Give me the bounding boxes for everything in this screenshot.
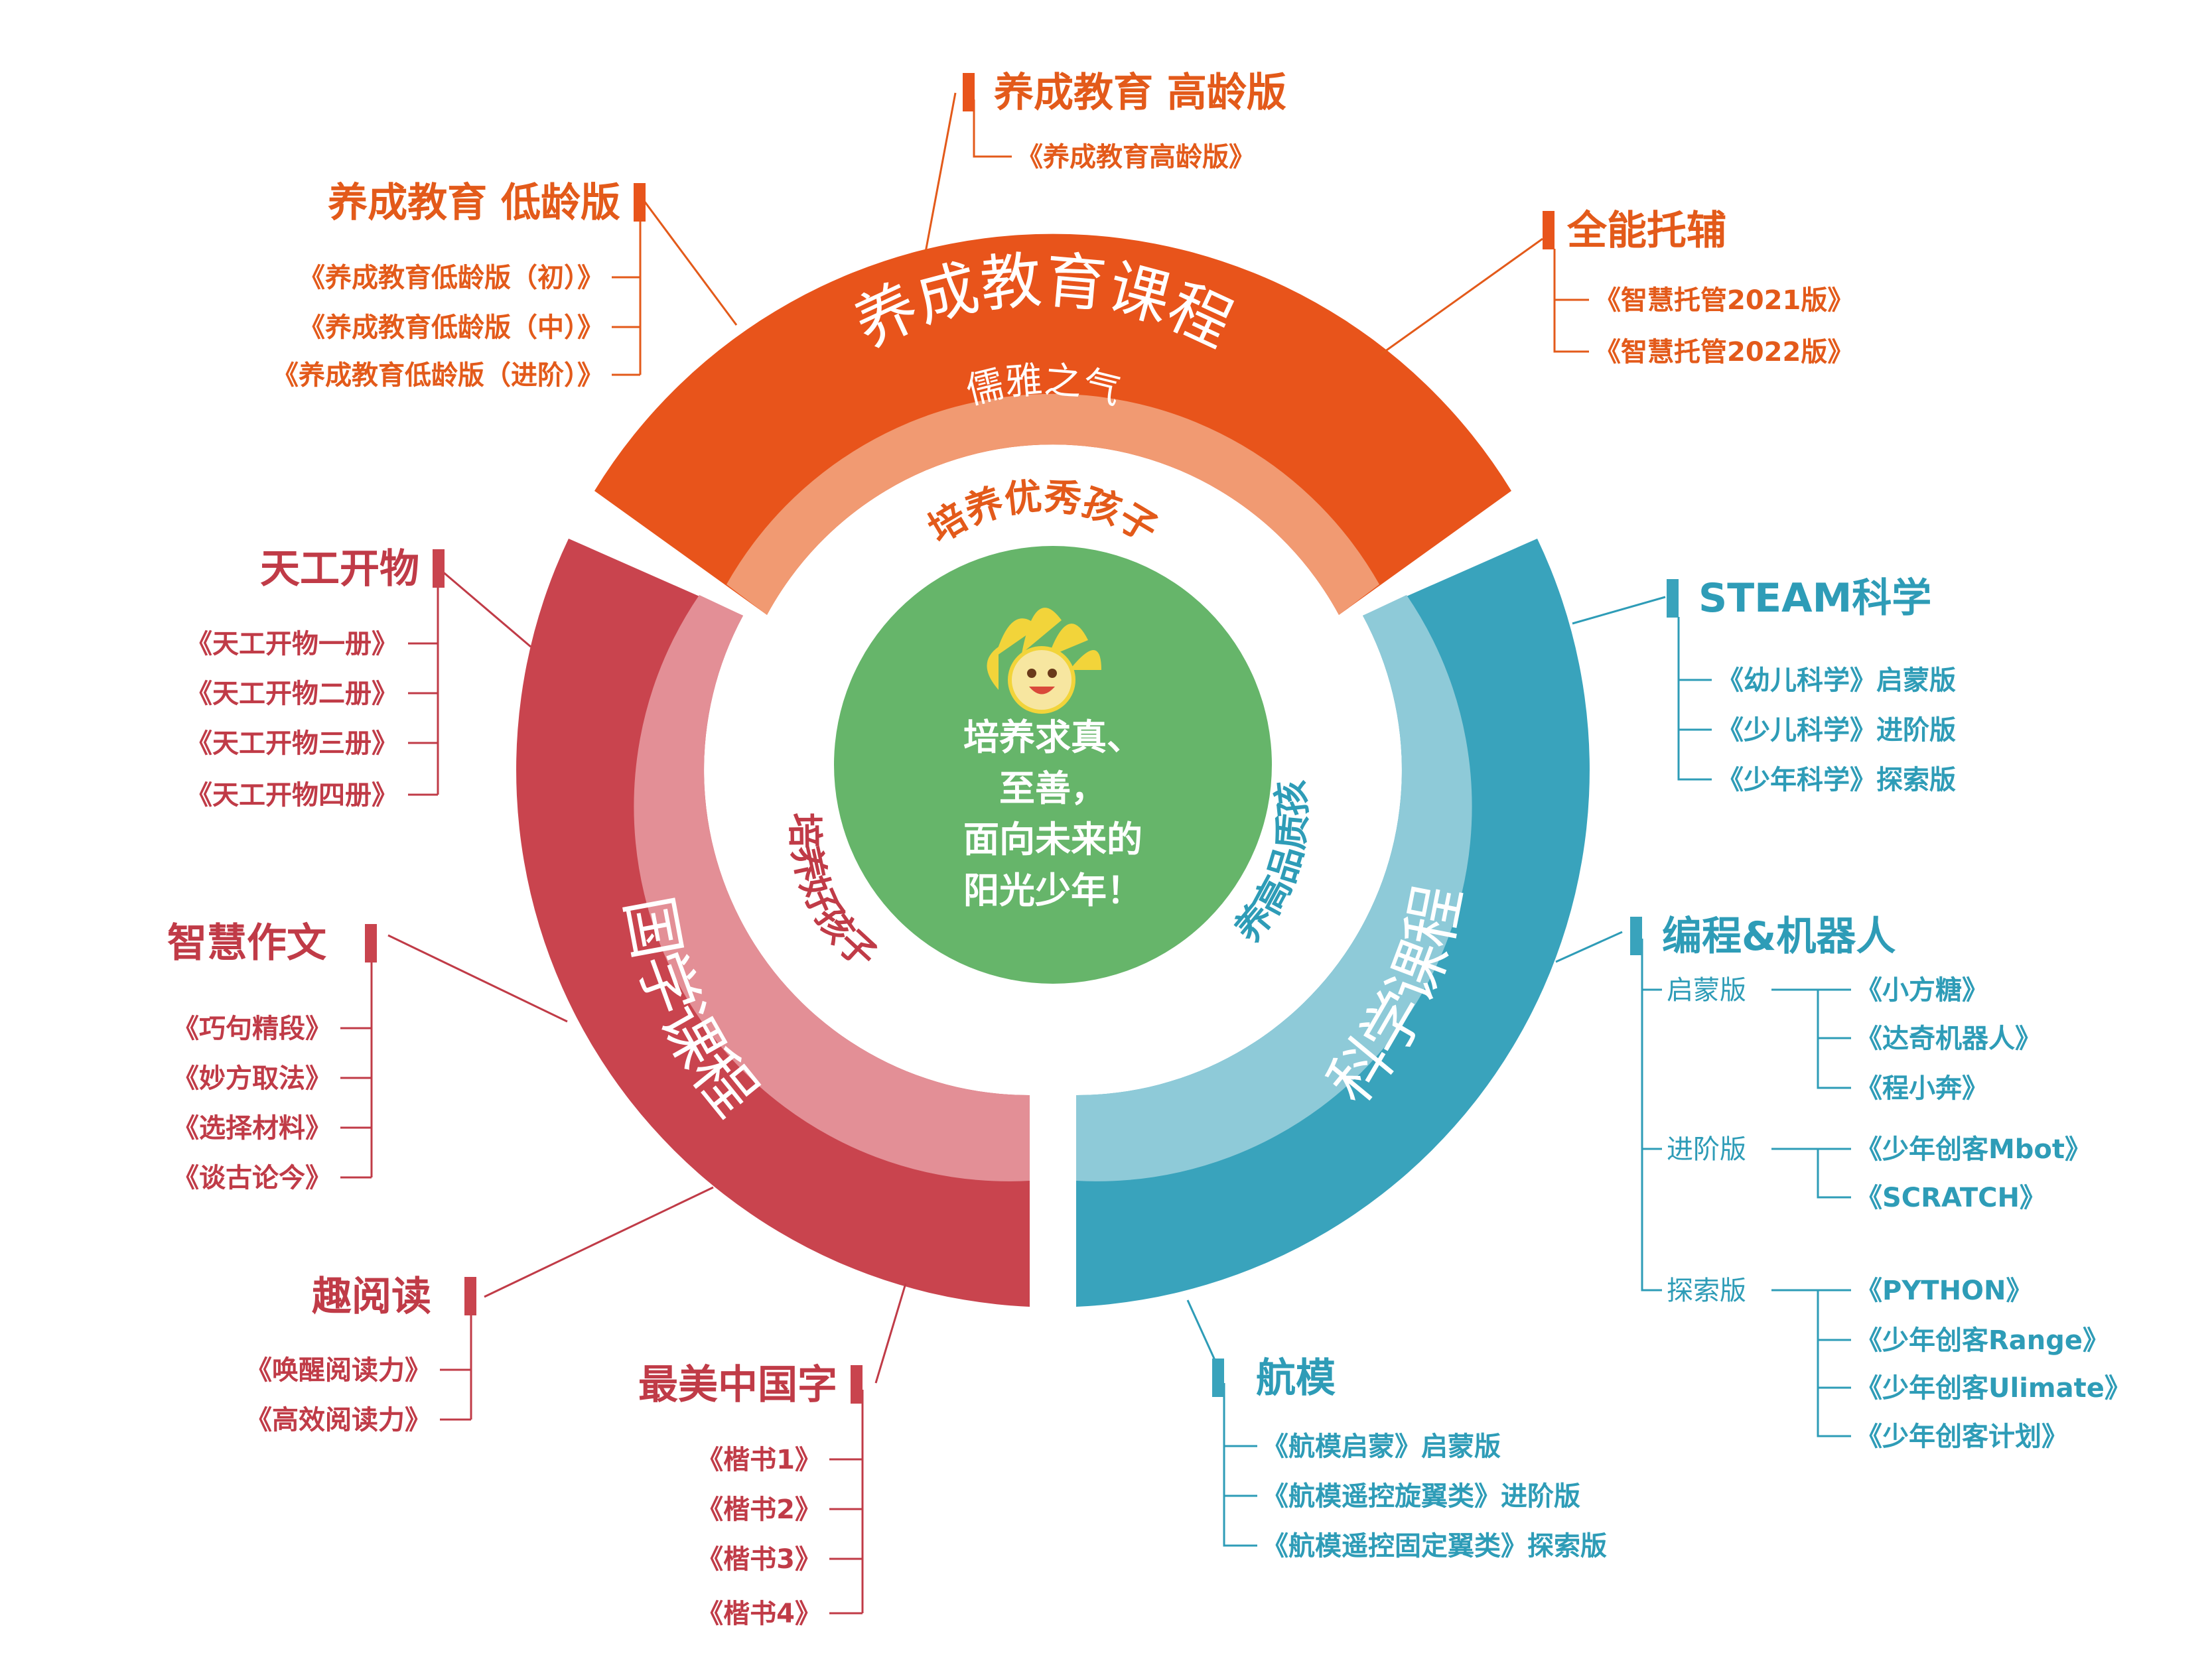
connectors-blue — [1186, 596, 1851, 1547]
ring-blue-inner — [1076, 595, 1472, 1181]
group-zhongguozi-item: 《楷书1》 — [697, 1445, 821, 1475]
ring-red-inner — [634, 595, 1030, 1181]
group-low-age-item: 《养成教育低龄版（进阶）》 — [272, 360, 604, 391]
group-tiangong-item: 《天工开物四册》 — [186, 780, 398, 811]
group-hangmo-item: 《航模启蒙》启蒙版 — [1262, 1431, 1501, 1462]
group-zuowen-title: 智慧作文 — [167, 920, 326, 966]
group-tiangong-item: 《天工开物一册》 — [186, 629, 398, 659]
center-line-2: 至善， — [999, 767, 1107, 809]
group-zhongguozi-item: 《楷书2》 — [697, 1494, 821, 1525]
group-low-age-item: 《养成教育低龄版（中）》 — [299, 312, 604, 343]
group-high-age-item: 《养成教育高龄版》 — [1016, 142, 1255, 172]
group-zuowen-item: 《谈古论今》 — [173, 1163, 332, 1193]
group-yuedu-title: 趣阅读 — [312, 1274, 431, 1320]
robot-level-item: 《PYTHON》 — [1856, 1276, 2033, 1306]
group-hangmo-item: 《航模遥控旋翼类》进阶版 — [1262, 1481, 1580, 1512]
group-hangmo-title: 航模 — [1256, 1355, 1336, 1402]
group-high-age-title: 养成教育 高龄版 — [994, 70, 1286, 116]
group-steam-item: 《少儿科学》进阶版 — [1717, 715, 1956, 746]
center-line-4: 阳光少年！ — [963, 870, 1142, 911]
ring-blue — [1076, 539, 1590, 1307]
robot-level-item: 《SCRATCH》 — [1856, 1183, 2046, 1213]
group-tiangong-item: 《天工开物三册》 — [186, 728, 398, 759]
center-line-3: 面向未来的 — [963, 819, 1142, 860]
group-low-age-item: 《养成教育低龄版（初）》 — [299, 263, 604, 293]
group-tiangong-item: 《天工开物二册》 — [186, 679, 398, 709]
group-yuedu-item: 《唤醒阅读力》 — [245, 1355, 431, 1386]
robot-level-item: 《少年创客计划》 — [1856, 1422, 2068, 1452]
robot-level-item: 《少年创客Mbot》 — [1856, 1134, 2091, 1165]
group-steam-title: STEAM科学 — [1698, 575, 1931, 622]
group-tuofu-item: 《智慧托管2021版》 — [1594, 285, 1854, 316]
center-circle — [834, 546, 1272, 984]
robot-level-item: 《少年创客Ulimate》 — [1856, 1373, 2131, 1404]
connectors-red — [340, 569, 907, 1615]
robot-level-item: 《小方糖》 — [1856, 975, 1988, 1006]
center-line-1: 培养求真、 — [963, 716, 1142, 758]
mascot-sun-icon — [987, 608, 1101, 714]
title-bars — [365, 73, 1679, 1404]
robot-level-label: 启蒙版 — [1667, 975, 1746, 1006]
group-zuowen-item: 《妙方取法》 — [173, 1063, 332, 1094]
group-zhongguozi-item: 《楷书4》 — [697, 1599, 821, 1629]
group-steam-item: 《幼儿科学》启蒙版 — [1717, 665, 1956, 696]
robot-level-item: 《达奇机器人》 — [1856, 1024, 2041, 1054]
group-hangmo-item: 《航模遥控固定翼类》探索版 — [1262, 1531, 1607, 1561]
group-tiangong-title: 天工开物 — [260, 546, 419, 592]
ring-orange-inner — [726, 393, 1379, 615]
robot-level-label: 进阶版 — [1667, 1134, 1746, 1165]
orange-ring-motto: 培养优秀孩子 — [921, 475, 1164, 552]
group-zuowen-item: 《选择材料》 — [173, 1113, 332, 1144]
group-low-age-title: 养成教育 低龄版 — [328, 180, 620, 226]
group-zhongguozi-item: 《楷书3》 — [697, 1544, 821, 1575]
robot-level-item: 《少年创客Range》 — [1856, 1325, 2109, 1356]
ring-red — [516, 539, 1030, 1307]
ring-orange — [594, 233, 1511, 616]
robot-level-label: 探索版 — [1667, 1276, 1746, 1306]
group-tuofu-item: 《智慧托管2022版》 — [1594, 337, 1854, 367]
group-tuofu-title: 全能托辅 — [1566, 208, 1726, 254]
group-robot-title: 编程&机器人 — [1662, 913, 1896, 960]
group-zhongguozi-title: 最美中国字 — [638, 1362, 837, 1408]
group-steam-item: 《少年科学》探索版 — [1717, 765, 1956, 795]
robot-level-item: 《程小奔》 — [1856, 1073, 1988, 1104]
connectors-orange — [612, 92, 1589, 376]
group-zuowen-item: 《巧句精段》 — [173, 1014, 332, 1044]
group-yuedu-item: 《高效阅读力》 — [245, 1405, 431, 1435]
